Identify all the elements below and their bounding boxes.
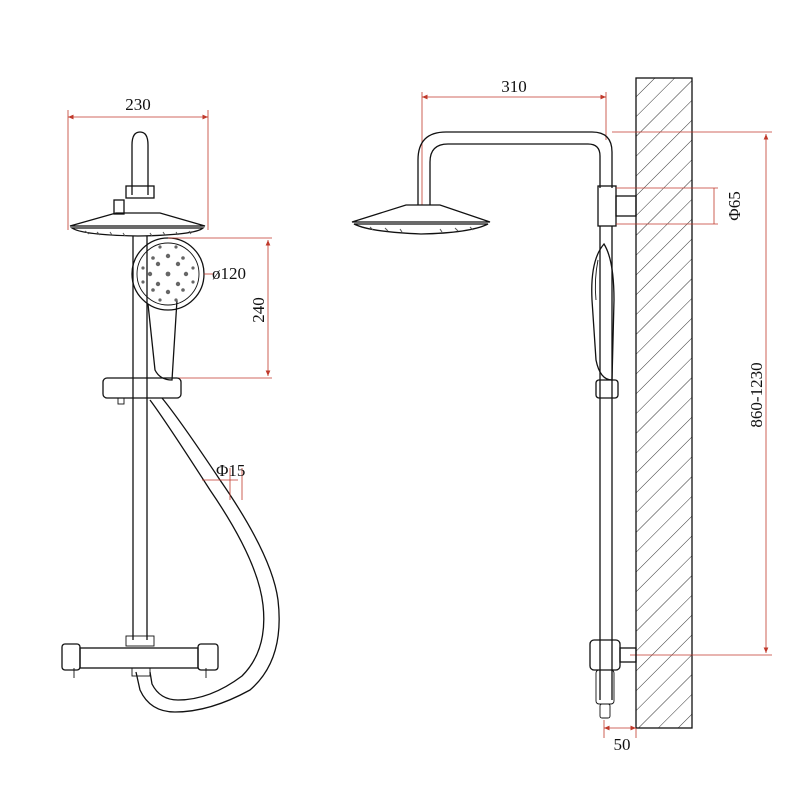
dim-arm-length: 310 (421, 77, 607, 205)
dim-arm-tube-diameter: Φ65 (616, 187, 744, 225)
head-width-label: 230 (125, 95, 151, 114)
slider-bracket (102, 377, 182, 399)
side-hand-shower-face (594, 259, 599, 301)
side-hand-shower (591, 242, 615, 381)
side-thermostat-mixer (589, 639, 637, 719)
side-arm-inner (429, 143, 601, 205)
wall-offset-label: 50 (614, 735, 631, 754)
dim-hose-diameter: Φ15 (202, 461, 245, 500)
side-view: 310 Φ65 (351, 77, 772, 754)
side-wall-mount (615, 195, 637, 217)
arm-length-label: 310 (501, 77, 527, 96)
side-wall-bracket (597, 185, 617, 227)
front-shower-head (69, 212, 206, 237)
front-hand-shower (131, 237, 205, 381)
hand-height-label: 240 (249, 297, 268, 323)
slider-knob (117, 397, 125, 405)
hose-outer (135, 397, 280, 713)
hose-inner (149, 399, 265, 701)
arm-joint (113, 199, 125, 215)
dim-wall-offset: 50 (603, 720, 637, 754)
side-arm-outer (417, 131, 613, 205)
hose-diameter-label: Φ15 (216, 461, 245, 480)
side-shower-head (351, 204, 491, 235)
wall-hatch (635, 77, 693, 729)
hand-diameter-label: ø120 (212, 264, 246, 283)
dim-hand-diameter: ø120 (168, 237, 272, 283)
front-riser-arm (131, 131, 149, 195)
front-thermostat-mixer (61, 635, 219, 678)
arm-tube-diameter-label: Φ65 (725, 191, 744, 220)
dim-height-range: 860-1230 (612, 131, 772, 656)
side-slider-bracket (595, 379, 619, 399)
arm-clamp (125, 185, 155, 199)
dim-hand-height: 240 (178, 240, 272, 379)
front-view: 230 (61, 95, 280, 713)
height-range-label: 860-1230 (747, 362, 766, 427)
dim-head-width: 230 (67, 95, 209, 230)
